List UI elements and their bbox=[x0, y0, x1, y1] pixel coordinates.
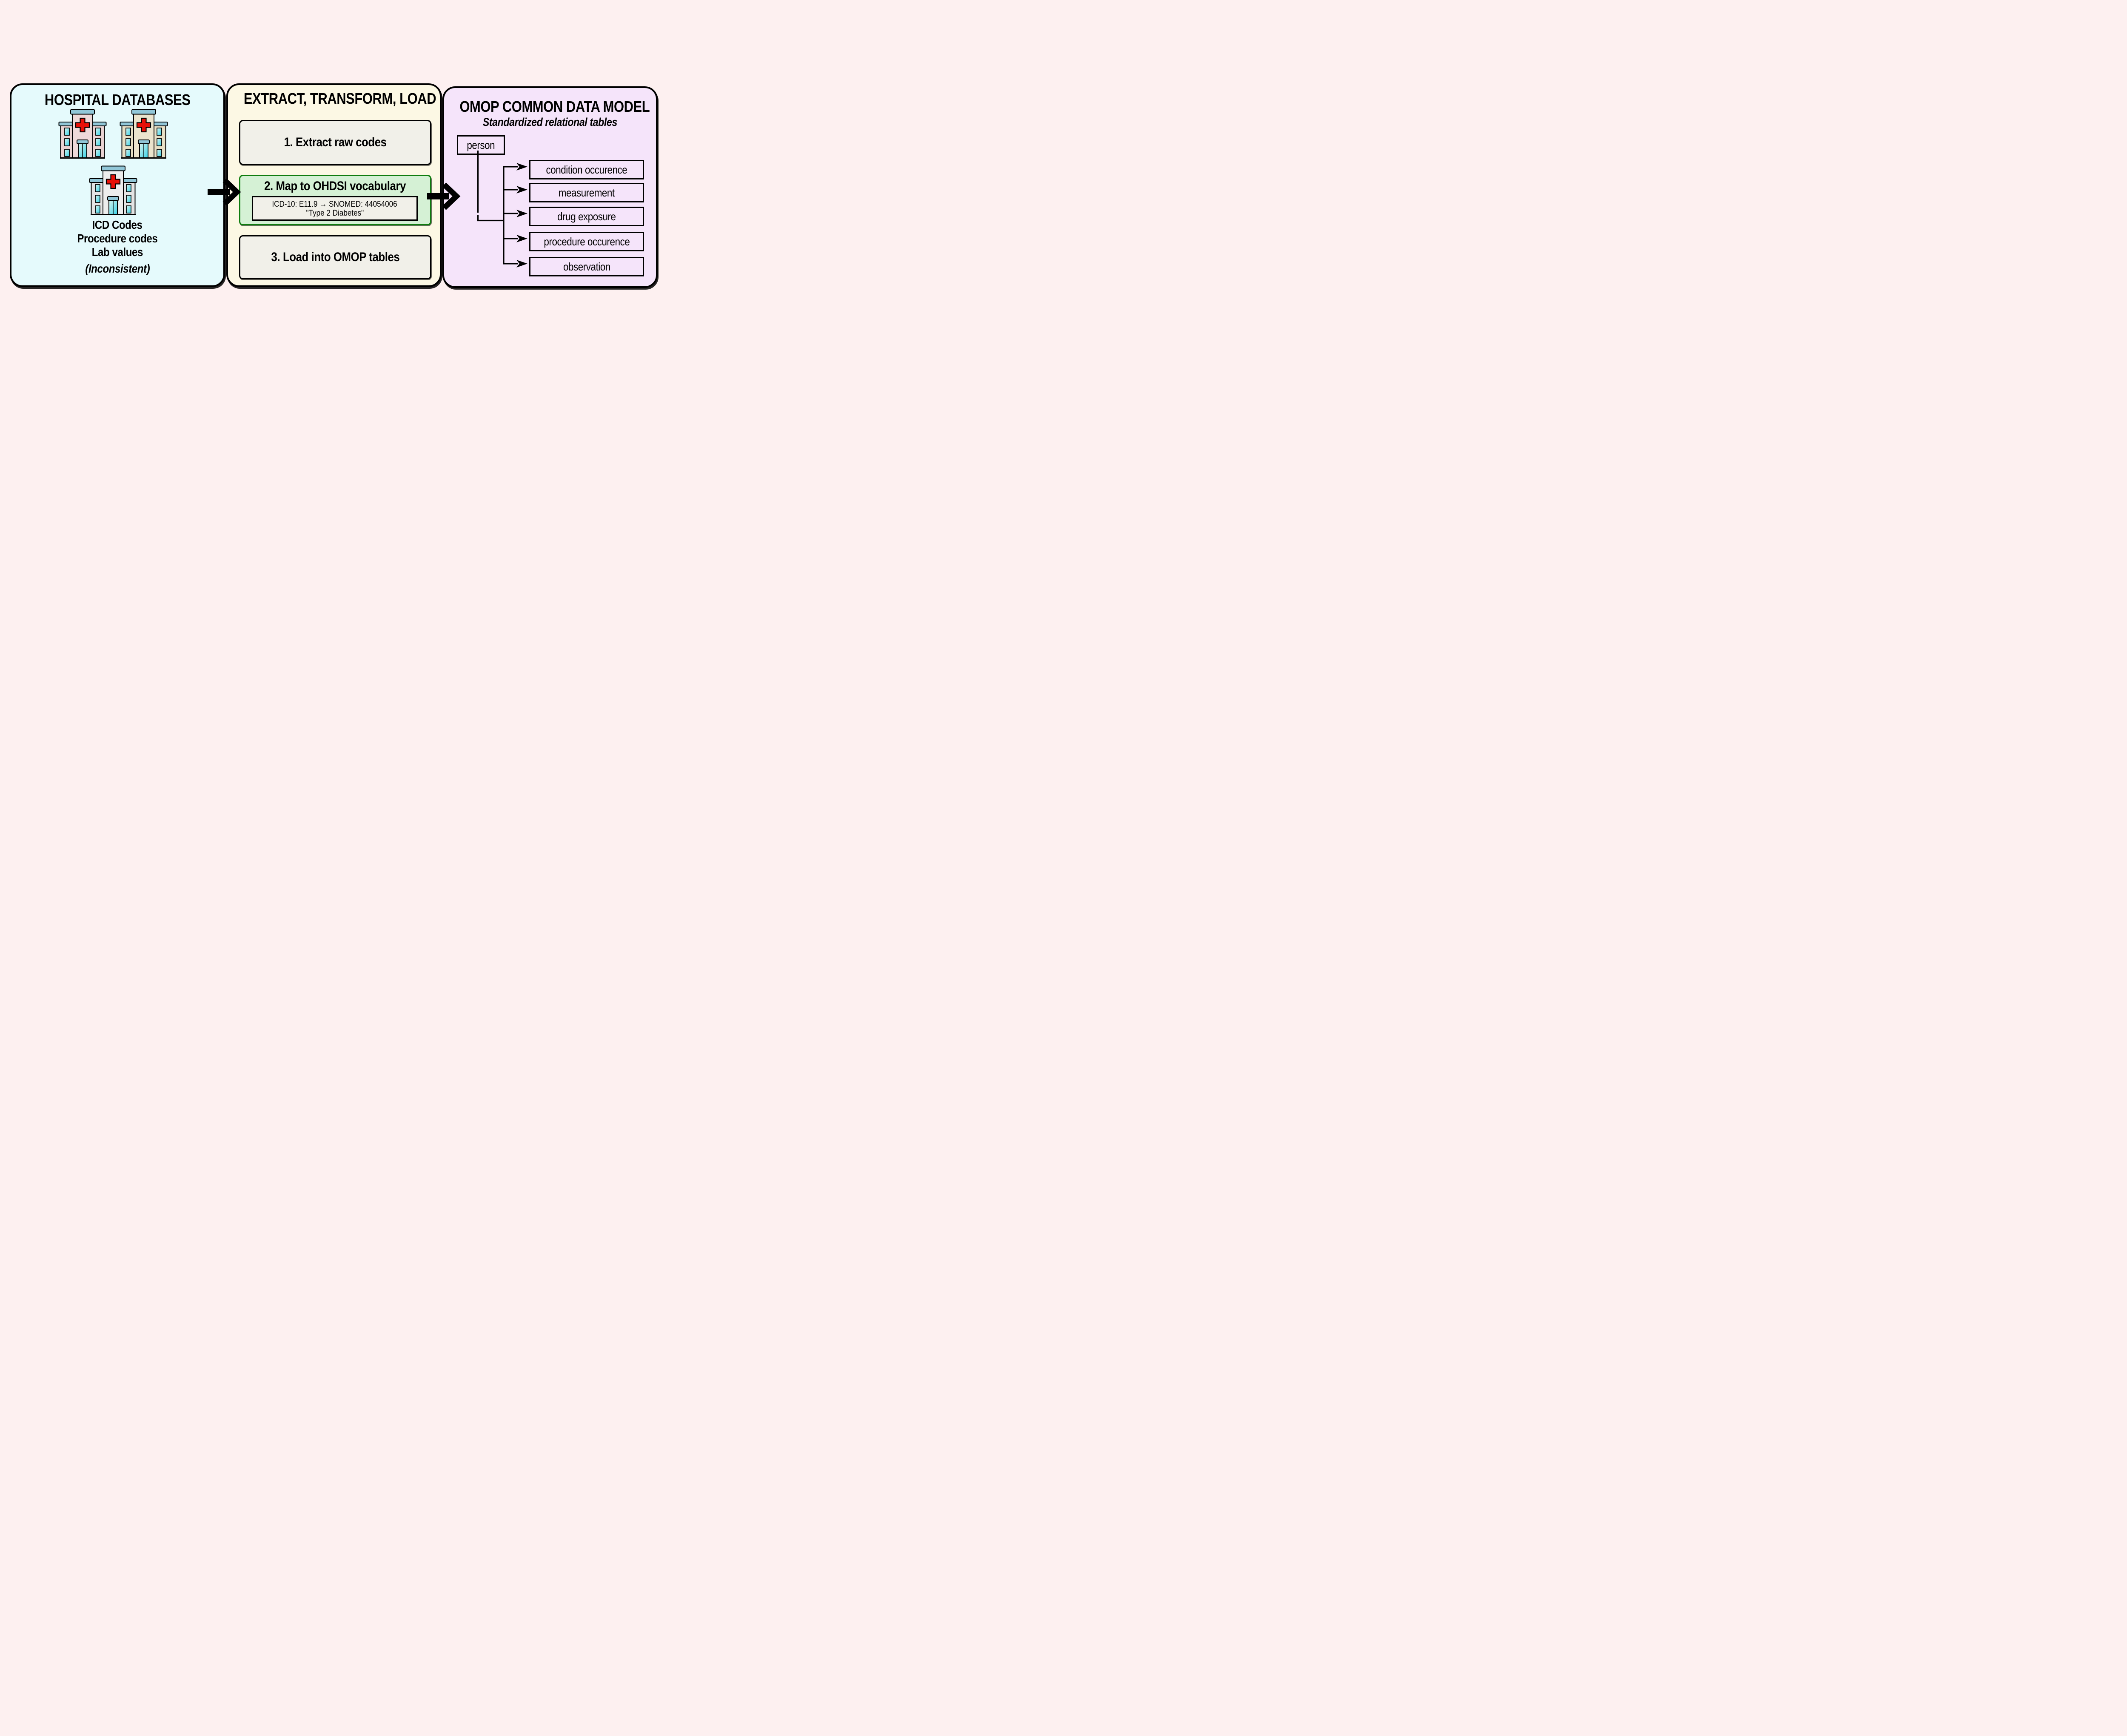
procedure-occurence-table-box: procedure occurence bbox=[529, 232, 644, 251]
mapping-example-line1: ICD-10: E11.9 → SNOMED: 44054006 bbox=[272, 200, 398, 209]
omop-panel-subtitle: Standardized relational tables bbox=[482, 116, 618, 128]
hospital-panel-title: HOSPITAL DATABASES bbox=[44, 91, 191, 108]
observation-table-box: observation bbox=[529, 257, 644, 276]
step-extract-label: 1. Extract raw codes bbox=[284, 135, 387, 149]
hospital-icon bbox=[58, 109, 107, 159]
omop-panel-title: OMOP COMMON DATA MODEL bbox=[459, 98, 650, 115]
step-extract-box: 1. Extract raw codes bbox=[239, 120, 431, 165]
measurement-table-box: measurement bbox=[529, 183, 644, 202]
inconsistent-note: (Inconsistent) bbox=[85, 262, 150, 275]
drug-exposure-table-box: drug exposure bbox=[529, 207, 644, 226]
step-load-box: 3. Load into OMOP tables bbox=[239, 235, 431, 279]
hospital-icon bbox=[89, 165, 137, 215]
data-type-item: ICD Codes bbox=[92, 218, 143, 231]
etl-pipeline-diagram: HOSPITAL DATABASES bbox=[0, 0, 667, 375]
mapping-example-box: ICD-10: E11.9 → SNOMED: 44054006 "Type 2… bbox=[252, 196, 418, 221]
omop-cdm-panel: OMOP COMMON DATA MODEL Standardized rela… bbox=[442, 86, 658, 288]
hospital-data-types: ICD Codes Procedure codes Lab values bbox=[11, 218, 223, 259]
hospital-databases-panel: HOSPITAL DATABASES bbox=[10, 83, 225, 287]
data-type-item: Lab values bbox=[91, 245, 143, 259]
step-load-label: 3. Load into OMOP tables bbox=[271, 250, 399, 264]
step-map-label: 2. Map to OHDSI vocabulary bbox=[264, 179, 406, 193]
condition-occurence-table-box: condition occurence bbox=[529, 160, 644, 179]
mapping-example-line2: "Type 2 Diabetes" bbox=[306, 209, 364, 218]
data-type-item: Procedure codes bbox=[77, 232, 158, 245]
etl-panel-title: EXTRACT, TRANSFORM, LOAD bbox=[243, 90, 436, 107]
step-map-box: 2. Map to OHDSI vocabulary ICD-10: E11.9… bbox=[239, 175, 431, 225]
etl-panel: EXTRACT, TRANSFORM, LOAD 1. Extract raw … bbox=[226, 83, 442, 287]
hospital-icon bbox=[120, 109, 168, 159]
person-table-box: person bbox=[457, 135, 505, 155]
